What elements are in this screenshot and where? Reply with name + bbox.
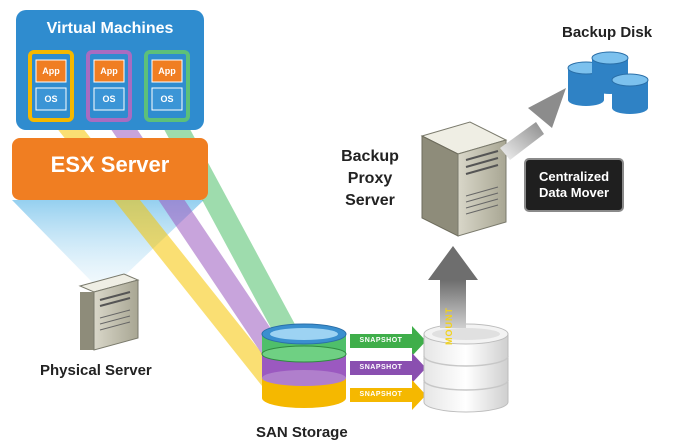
physical-server-label: Physical Server — [40, 362, 152, 379]
backup-proxy-line1: Backup — [341, 148, 399, 165]
san-storage-label: SAN Storage — [256, 424, 348, 441]
vm3-os-label: OS — [160, 94, 174, 104]
vm1-os-label: OS — [44, 94, 58, 104]
proxy-to-backup-arrow — [500, 88, 566, 160]
snapshot-storage-icon — [423, 323, 509, 413]
mount-label: MOUNT — [444, 307, 454, 345]
backup-disk-icon — [567, 51, 649, 114]
app-box-2 — [93, 59, 125, 83]
vm-group-title: Virtual Machines — [46, 20, 174, 37]
snapshot-arrow-3 — [350, 380, 426, 410]
backup-proxy-line2: Proxy — [347, 170, 393, 187]
snapshot-label-3: SNAPSHOT — [359, 391, 403, 398]
os-box-1 — [35, 87, 67, 111]
os-box-2 — [93, 87, 125, 111]
vm1-app-label: App — [42, 66, 60, 76]
app-box-3 — [151, 59, 183, 83]
vm2-app-label: App — [100, 66, 118, 76]
backup-proxy-server-icon — [420, 121, 508, 237]
snapshot-arrow-2 — [350, 353, 426, 383]
data-mover-line1: Centralized — [538, 169, 610, 184]
san-storage-icon — [261, 323, 347, 408]
snapshot-arrow-1 — [350, 326, 426, 356]
vm3-app-label: App — [158, 66, 176, 76]
backup-proxy-label: Backup Proxy Server — [330, 146, 410, 212]
physical-server-icon — [78, 273, 140, 351]
esx-server-bar — [12, 138, 208, 200]
app-box-1 — [35, 59, 67, 83]
mount-arrow — [428, 246, 478, 328]
snapshot-label-2: SNAPSHOT — [359, 364, 403, 371]
os-box-3 — [151, 87, 183, 111]
esx-server-label: ESX Server — [50, 152, 170, 177]
data-mover-box: Centralized Data Mover — [524, 158, 624, 212]
vm2-os-label: OS — [102, 94, 116, 104]
vm-outline-3 — [144, 50, 190, 122]
snapshot-label-1: SNAPSHOT — [359, 337, 403, 344]
vm-outline-1 — [28, 50, 74, 122]
data-mover-line2: Data Mover — [538, 185, 610, 200]
vm-outline-2 — [86, 50, 132, 122]
backup-proxy-line3: Server — [345, 192, 395, 209]
backup-disk-label: Backup Disk — [562, 24, 653, 41]
